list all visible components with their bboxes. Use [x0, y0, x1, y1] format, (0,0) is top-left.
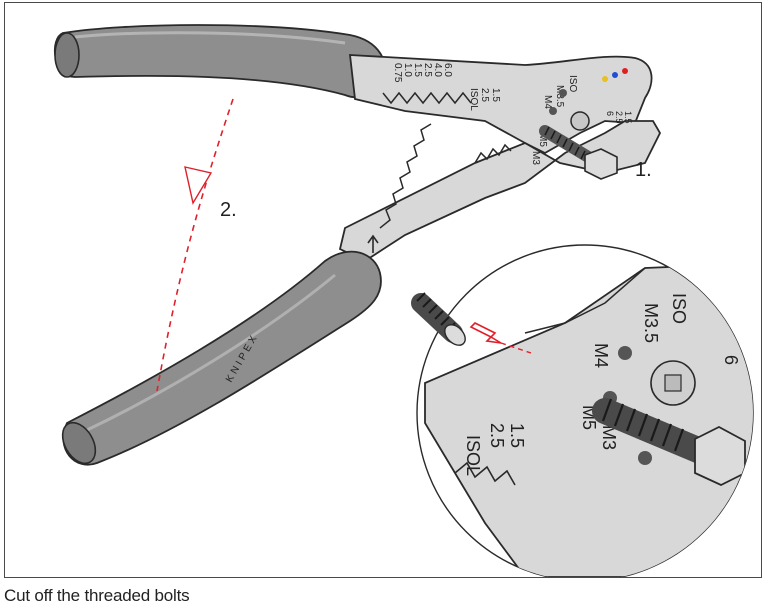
- crimp-labels: 1.5 2.5 ISOL: [468, 88, 501, 111]
- svg-text:M3: M3: [530, 151, 541, 165]
- svg-text:6.0: 6.0: [442, 63, 453, 77]
- threaded-bolt: [539, 125, 618, 180]
- svg-text:2.5: 2.5: [422, 63, 433, 77]
- svg-text:1.5: 1.5: [507, 423, 527, 448]
- cut-arrow-icon: [469, 322, 532, 354]
- svg-text:0.75: 0.75: [392, 63, 403, 83]
- cut-trajectory: [156, 98, 234, 392]
- svg-text:M4: M4: [591, 343, 611, 368]
- svg-text:2.5: 2.5: [487, 423, 507, 448]
- svg-text:M3.5: M3.5: [554, 85, 565, 108]
- svg-text:1.5: 1.5: [490, 88, 501, 102]
- svg-text:M3: M3: [599, 425, 619, 450]
- figure-caption: Cut off the threaded bolts: [4, 586, 190, 605]
- pliers-illustration: KNIPEX 6.0 4.0 2.5 1.5 1.0 0.75 1.5 2.5 …: [54, 24, 754, 577]
- svg-text:4.0: 4.0: [432, 63, 443, 77]
- svg-text:ISO: ISO: [567, 75, 578, 92]
- color-dot-blue: [612, 72, 618, 78]
- illustration-frame: KNIPEX 6.0 4.0 2.5 1.5 1.0 0.75 1.5 2.5 …: [4, 2, 762, 578]
- lower-handle: KNIPEX: [61, 250, 382, 466]
- svg-text:ISOL: ISOL: [463, 435, 483, 476]
- terminal-labels-main: ISO M3.5 M4 M5 M3: [530, 75, 578, 165]
- svg-text:2.5: 2.5: [614, 111, 624, 124]
- svg-text:ISOL: ISOL: [468, 88, 479, 111]
- pivot-screw: [570, 111, 590, 131]
- step-2-label: 2.: [220, 199, 237, 221]
- svg-text:1.0: 1.0: [402, 63, 413, 77]
- svg-text:M5: M5: [537, 133, 548, 147]
- cut-bolt-piece: [411, 292, 466, 346]
- svg-text:1.5: 1.5: [412, 63, 423, 77]
- crimp-hole: [559, 89, 567, 97]
- svg-text:M4: M4: [542, 95, 553, 109]
- upper-handle: [54, 24, 387, 99]
- svg-text:1.5: 1.5: [623, 111, 633, 124]
- side-labels-main: 1.5 2.5 6: [605, 111, 633, 124]
- arrowhead-icon: [184, 166, 213, 205]
- svg-text:ISO: ISO: [669, 293, 689, 324]
- crimp-hole: [549, 107, 557, 115]
- step-1-label: 1.: [635, 159, 652, 181]
- color-dot-yellow: [602, 76, 608, 82]
- svg-text:2.5: 2.5: [479, 88, 490, 102]
- svg-text:6: 6: [605, 111, 615, 116]
- lower-jaw: [338, 120, 662, 263]
- svg-text:6: 6: [721, 355, 741, 365]
- svg-text:M3.5: M3.5: [641, 303, 661, 343]
- wire-size-labels: 6.0 4.0 2.5 1.5 1.0 0.75: [392, 63, 453, 83]
- color-dot-red: [622, 68, 628, 74]
- up-arrow-icon: [367, 234, 379, 253]
- detail-view: ISO M3.5 M4 M5 M3 1.5 2.5 ISOL 6: [416, 244, 754, 577]
